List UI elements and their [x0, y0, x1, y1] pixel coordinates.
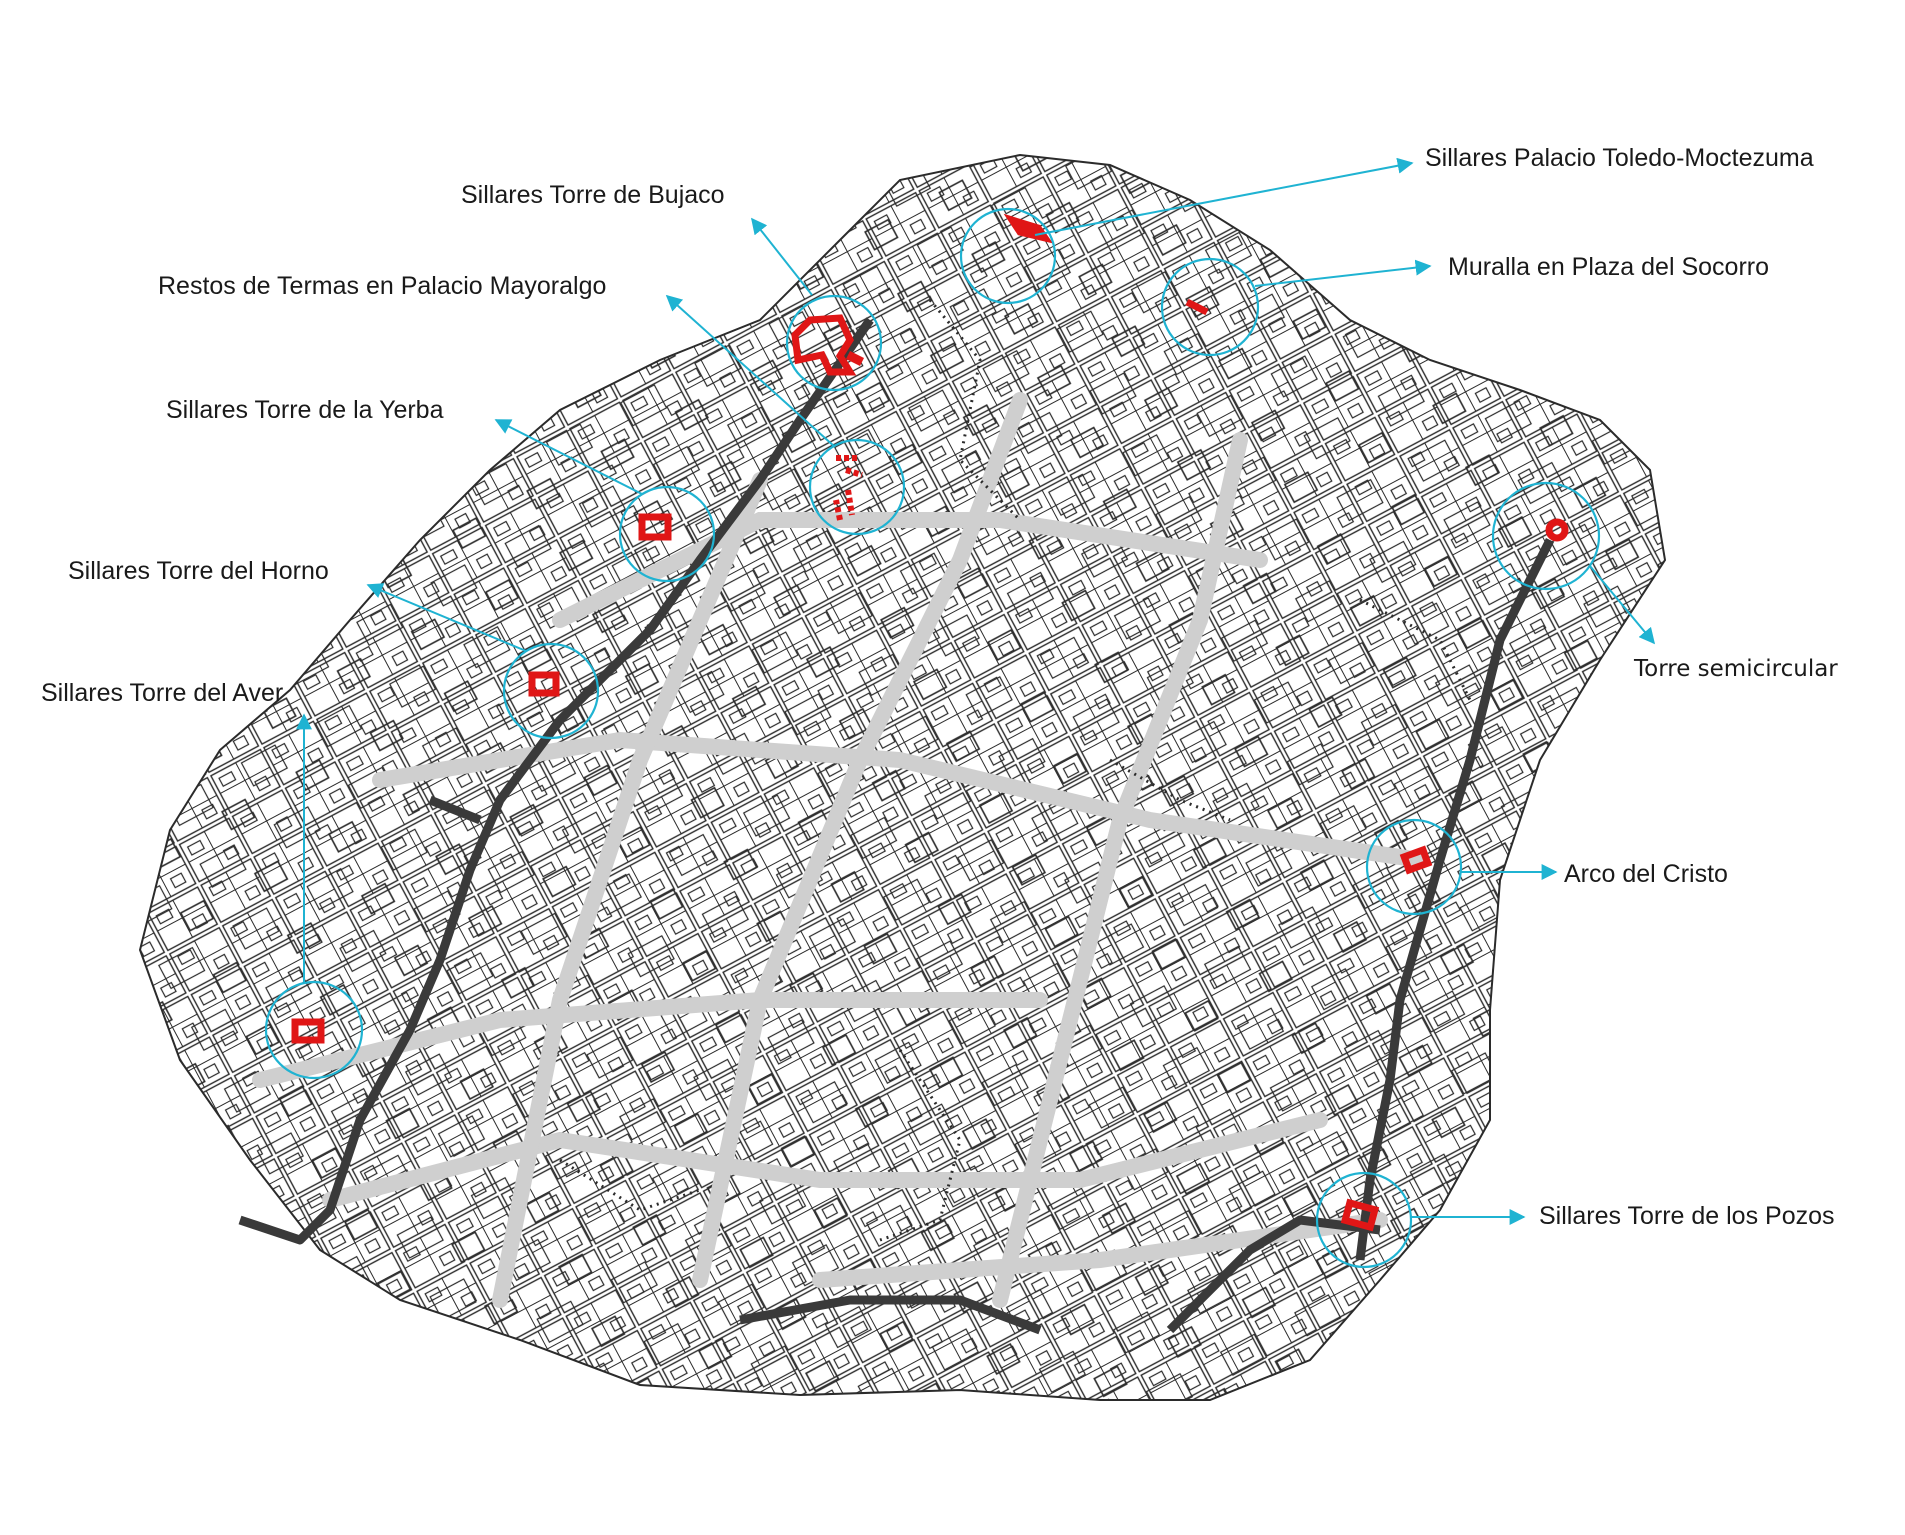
label-plaza-socorro: Muralla en Plaza del Socorro — [1448, 253, 1769, 281]
circle-torre-horno — [502, 642, 600, 740]
leader-arrows — [296, 157, 1656, 1225]
circle-torre-bujaco — [785, 294, 883, 392]
circle-arco-cristo — [1365, 818, 1463, 916]
label-palacio-toledo: Sillares Palacio Toledo-Moctezuma — [1425, 144, 1814, 172]
circle-palacio-toledo — [959, 207, 1057, 305]
circle-plaza-socorro — [1160, 257, 1260, 357]
label-torre-aver: Sillares Torre del Aver — [41, 679, 284, 707]
arrow-palacio-toledo — [1034, 157, 1414, 236]
arrow-torre-yerba — [494, 419, 643, 495]
label-torre-semicircular: Torre semicircular — [1634, 656, 1838, 682]
roman-remains — [291, 213, 1569, 1232]
label-torre-bujaco: Sillares Torre de Bujaco — [461, 181, 725, 209]
dotted-traces — [559, 299, 1472, 1242]
arrow-torre-semicircular — [1589, 565, 1656, 645]
circle-torre-pozos — [1315, 1171, 1413, 1269]
label-torre-pozos: Sillares Torre de los Pozos — [1539, 1202, 1835, 1230]
highlight-circles — [264, 207, 1601, 1269]
circle-torre-semicircular — [1491, 481, 1601, 591]
streets — [252, 392, 1428, 1308]
label-torre-horno: Sillares Torre del Horno — [68, 557, 329, 585]
arrow-plaza-socorro — [1254, 259, 1432, 287]
arrow-torre-horno — [366, 583, 527, 652]
circle-torre-aver — [264, 980, 364, 1080]
label-torre-yerba: Sillares Torre de la Yerba — [166, 396, 444, 424]
arrow-torre-bujaco — [751, 217, 813, 296]
circle-termas-mayoralgo — [808, 438, 906, 536]
label-arco-cristo: Arco del Cristo — [1564, 860, 1728, 888]
city-wall — [238, 317, 1555, 1335]
label-termas-mayoralgo: Restos de Termas en Palacio Mayoralgo — [158, 272, 607, 300]
circle-torre-yerba — [618, 485, 716, 583]
arrow-termas-mayoralgo — [665, 294, 836, 448]
